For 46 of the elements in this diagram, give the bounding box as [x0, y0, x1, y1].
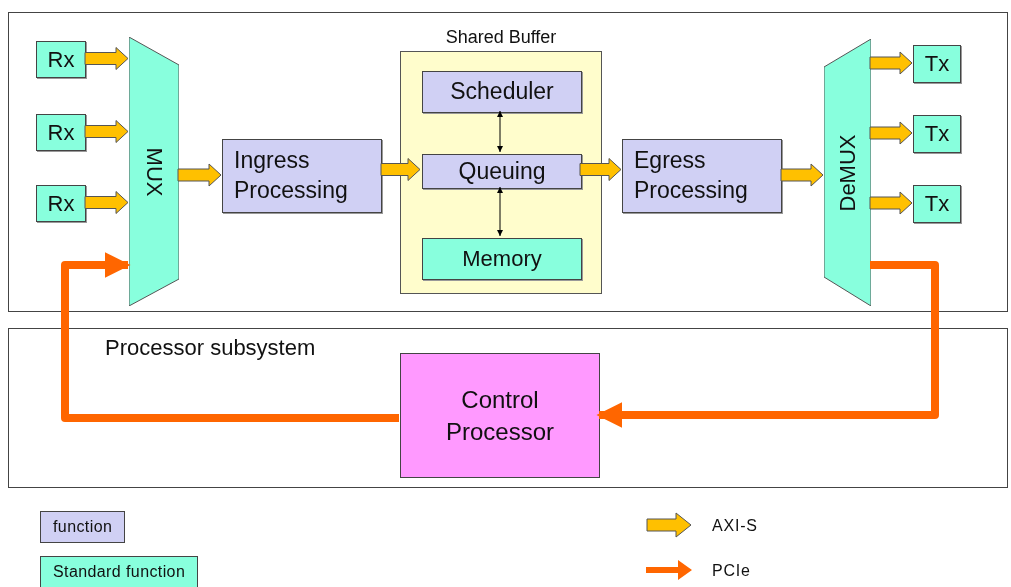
processor-block — [400, 353, 600, 478]
subsystem-panel — [8, 12, 1008, 312]
block-label: Egress Processing — [634, 146, 749, 205]
block-label: Tx — [924, 193, 950, 215]
block-label: Rx — [47, 121, 75, 144]
block-label: Rx — [47, 48, 75, 71]
legend-swatch: function — [40, 511, 126, 543]
standard-block — [913, 115, 961, 153]
bus-arrow — [596, 261, 939, 428]
panel-title: Processor subsystem — [105, 337, 316, 359]
standard-block — [913, 185, 961, 223]
standard-block — [36, 185, 86, 222]
block-label: Queuing — [458, 156, 546, 186]
block-label: Scheduler — [450, 77, 554, 107]
legend-swatch: Standard function — [40, 556, 199, 587]
block-label: Control Processor — [444, 385, 555, 447]
standard-block — [36, 114, 86, 151]
block-label: MUX — [143, 147, 165, 196]
block-label: DeMUX — [836, 134, 859, 211]
standard-block — [36, 41, 86, 78]
block-label: Tx — [924, 53, 950, 75]
block-arrow — [579, 158, 622, 181]
block-arrow — [869, 121, 913, 145]
block-arrow — [84, 191, 129, 214]
block-arrow — [84, 47, 129, 70]
function-block — [422, 71, 582, 113]
block-label: Tx — [924, 123, 950, 145]
subsystem-panel — [8, 328, 1008, 488]
function-block — [222, 139, 382, 213]
block-label: Memory — [462, 248, 542, 270]
legend-label: PCIe — [712, 561, 751, 581]
function-block — [422, 154, 582, 189]
standard-block — [913, 45, 961, 83]
buffer-title: Shared Buffer — [444, 26, 558, 49]
block-label: Ingress Processing — [234, 146, 349, 205]
block-arrow — [869, 51, 913, 75]
bus-arrow — [61, 252, 399, 422]
block-arrow — [780, 163, 824, 187]
block-arrow — [380, 158, 421, 181]
block-arrow — [869, 191, 913, 215]
block-arrow — [84, 120, 129, 143]
function-block — [622, 139, 782, 213]
legend-label: AXI-S — [712, 516, 758, 536]
standard-block — [422, 238, 582, 280]
block-arrow — [177, 163, 222, 187]
block-label: Rx — [47, 192, 75, 215]
